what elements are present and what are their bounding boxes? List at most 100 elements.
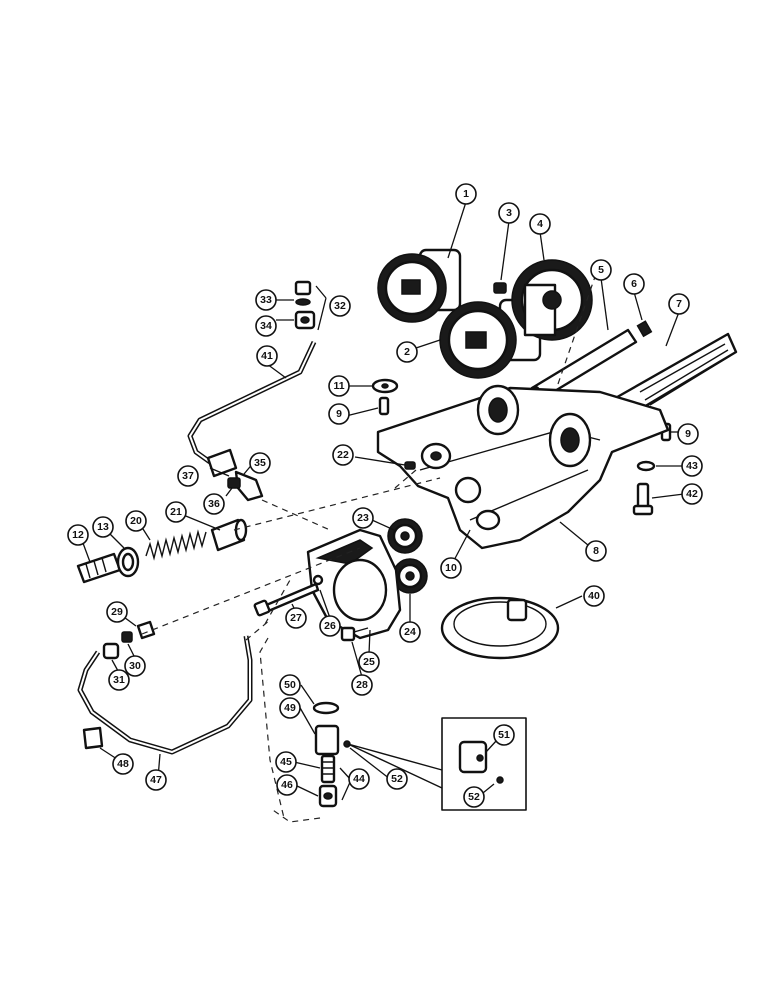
valve-plunger-21 [210, 518, 248, 552]
callout-label: 5 [598, 264, 604, 276]
callout-29: 29 [106, 601, 128, 623]
callout-43: 43 [681, 455, 703, 477]
callout-41: 41 [256, 345, 278, 367]
o-ring-26 [312, 574, 324, 586]
pump-body-8 [376, 384, 670, 550]
callout-label: 12 [72, 529, 84, 541]
callout-label: 25 [363, 656, 375, 668]
callout-3: 3 [498, 202, 520, 224]
valve-51 [458, 740, 488, 774]
pin-22 [404, 461, 416, 470]
pump-gear-23 [387, 518, 423, 554]
screw-28 [340, 626, 369, 642]
callout-26: 26 [319, 615, 341, 637]
callout-label: 20 [130, 515, 142, 527]
callout-label: 37 [182, 470, 194, 482]
callout-label: 29 [111, 606, 123, 618]
callout-51: 51 [493, 724, 515, 746]
callout-52: 52 [386, 768, 408, 790]
callout-label: 9 [336, 408, 342, 420]
callout-34: 34 [255, 315, 277, 337]
connector-37 [206, 448, 238, 478]
callout-label: 52 [391, 773, 403, 785]
callout-22: 22 [332, 444, 354, 466]
leader-lines [79, 201, 685, 801]
nut-34 [294, 310, 316, 330]
callout-label: 46 [281, 779, 293, 791]
callout-52-inset: 52 [463, 786, 485, 808]
callout-label: 11 [333, 380, 344, 392]
callout-label: 42 [686, 488, 698, 500]
callout-label: 9 [685, 428, 691, 440]
callout-49: 49 [279, 697, 301, 719]
oil-line-47 [77, 635, 253, 755]
callout-35: 35 [249, 452, 271, 474]
callout-label: 34 [260, 320, 272, 332]
callout-label: 50 [284, 679, 296, 691]
callout-label: 44 [353, 773, 365, 785]
nut-3 [493, 282, 507, 294]
callout-13: 13 [92, 516, 114, 538]
callout-label: 52 [468, 791, 480, 803]
callout-9-left: 9 [328, 403, 350, 425]
callout-25: 25 [358, 651, 380, 673]
strainer-40 [440, 596, 560, 660]
bolt-42 [632, 482, 654, 516]
callout-9-right: 9 [677, 423, 699, 445]
callout-36: 36 [203, 493, 225, 515]
gear-4 [511, 259, 593, 341]
callout-label: 40 [588, 590, 600, 602]
callout-label: 32 [334, 300, 346, 312]
callout-2: 2 [396, 341, 418, 363]
callout-24: 24 [399, 621, 421, 643]
callout-40: 40 [583, 585, 605, 607]
gasket-13 [116, 546, 140, 578]
callout-label: 21 [170, 506, 182, 518]
callout-label: 24 [404, 626, 416, 638]
washer-11 [371, 378, 399, 394]
callout-label: 27 [290, 612, 302, 624]
callout-label: 45 [280, 756, 292, 768]
callout-46: 46 [276, 774, 298, 796]
callout-11: 11 [328, 375, 350, 397]
callout-50: 50 [279, 674, 301, 696]
pump-gear-24 [392, 558, 428, 594]
callout-label: 35 [254, 457, 266, 469]
callout-7: 7 [668, 293, 690, 315]
dowel-9-left [378, 396, 390, 416]
plug-12 [76, 552, 122, 584]
callout-label: 33 [260, 294, 272, 306]
callout-23: 23 [352, 507, 374, 529]
callout-label: 3 [506, 207, 512, 219]
plug-46 [318, 784, 338, 808]
cap-screw-27 [253, 582, 320, 617]
callout-label: 22 [337, 449, 349, 461]
callout-label: 51 [498, 729, 510, 741]
callout-label: 49 [284, 702, 296, 714]
spring-45 [320, 754, 336, 784]
callout-31: 31 [108, 669, 130, 691]
pump-cover-25 [306, 528, 402, 640]
callout-33: 33 [255, 289, 277, 311]
ball-52-inset [496, 776, 504, 784]
callout-4: 4 [529, 213, 551, 235]
callout-45: 45 [275, 751, 297, 773]
callout-44: 44 [348, 768, 370, 790]
callout-42: 42 [681, 483, 703, 505]
callout-label: 2 [404, 346, 410, 358]
callout-label: 30 [129, 660, 141, 672]
callout-label: 48 [117, 758, 129, 770]
callout-28: 28 [351, 674, 373, 696]
nut-36 [227, 477, 241, 489]
callout-48: 48 [112, 753, 134, 775]
callout-10: 10 [440, 557, 462, 579]
o-ring-50 [312, 701, 340, 715]
callout-label: 31 [113, 674, 125, 686]
callout-label: 13 [97, 521, 109, 533]
callout-label: 28 [356, 679, 368, 691]
callout-21: 21 [165, 501, 187, 523]
gear-1 [377, 248, 462, 323]
callout-47: 47 [145, 769, 167, 791]
callout-1: 1 [455, 183, 477, 205]
valve-body-49 [314, 724, 340, 756]
